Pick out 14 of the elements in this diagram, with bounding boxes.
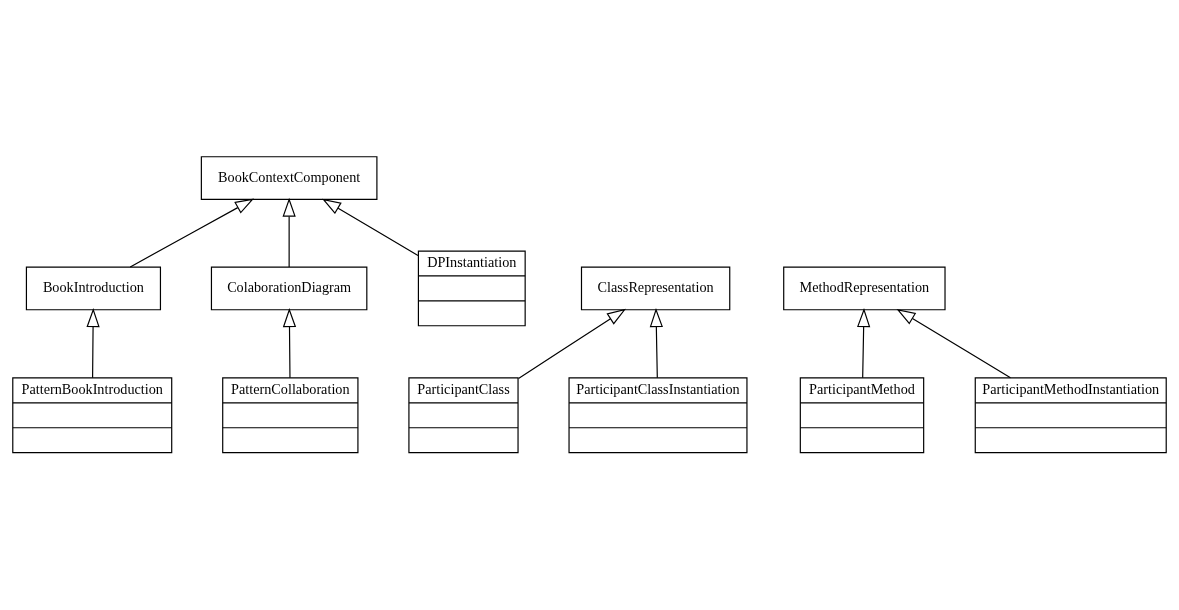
arrow bbox=[129, 198, 255, 268]
arrow bbox=[282, 197, 296, 268]
arrow bbox=[649, 308, 663, 379]
node-box: ColaborationDiagram bbox=[210, 266, 368, 311]
arrow bbox=[86, 308, 100, 379]
node-box: ClassRepresentation bbox=[580, 266, 731, 311]
node-box: BookIntroduction bbox=[25, 266, 162, 311]
arrow bbox=[517, 308, 626, 380]
arrow bbox=[322, 198, 419, 256]
arrow bbox=[857, 308, 871, 379]
arrow bbox=[896, 308, 1012, 379]
arrow bbox=[282, 308, 297, 379]
node-box: BookContextComponent bbox=[200, 156, 378, 201]
node-box: MethodRepresentation bbox=[783, 266, 946, 311]
